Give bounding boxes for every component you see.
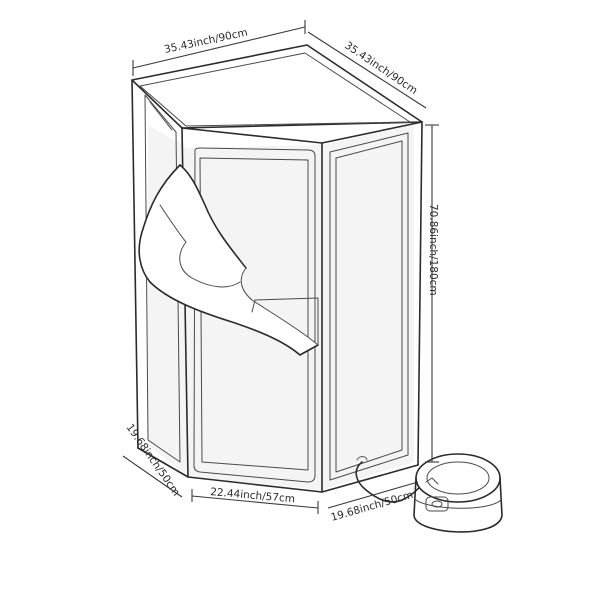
- dimension-top-right: 35.43inch/90cm: [342, 40, 419, 97]
- front-door-frame: [193, 147, 316, 483]
- dimension-height: 70.86inch/180cm: [427, 204, 439, 296]
- dimension-lines: [122, 20, 439, 514]
- left-side-panel: [144, 94, 181, 463]
- door-flap: [138, 164, 319, 356]
- dimension-front-width: 22.44inch/57cm: [210, 486, 296, 505]
- steam-generator: [355, 453, 503, 533]
- dimension-top-left: 35.43inch/90cm: [163, 27, 249, 56]
- right-side-panel: [329, 132, 409, 481]
